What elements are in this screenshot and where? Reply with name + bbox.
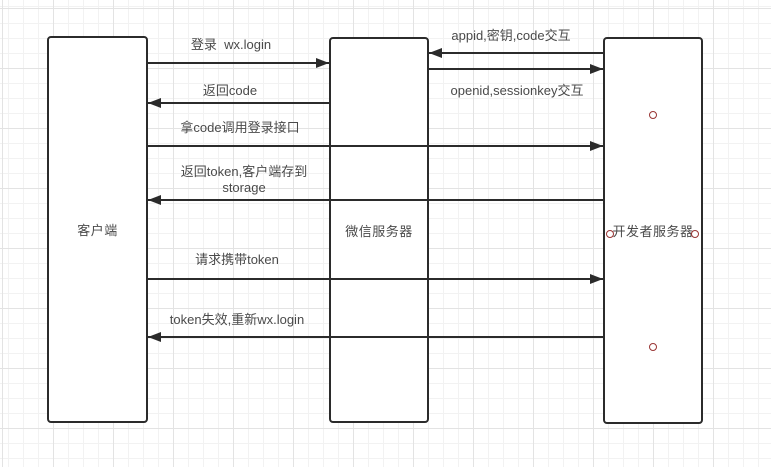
message-label-openid-exchange: openid,sessionkey交互 — [450, 83, 584, 98]
arrowhead-left-icon — [148, 332, 161, 342]
message-label-token-expired: token失效,重新wx.login — [169, 312, 305, 327]
arrowhead-right-icon — [590, 274, 603, 284]
connection-point-icon — [649, 111, 657, 119]
actor-label-wechat-server: 微信服务器 — [345, 223, 413, 239]
message-arrow-token-expired[interactable] — [148, 332, 603, 342]
message-arrow-return-token[interactable] — [148, 195, 603, 205]
actor-box-client[interactable]: 客户端 — [47, 36, 148, 423]
connection-point-icon — [691, 230, 699, 238]
message-arrow-call-login-api[interactable] — [148, 141, 603, 151]
actor-box-developer-server[interactable]: 开发者服务器 — [603, 37, 703, 424]
message-label-request-with-token: 请求携带token — [195, 252, 279, 267]
actor-box-wechat-server[interactable]: 微信服务器 — [329, 37, 429, 423]
message-label-return-token: 返回token,客户端存到storage — [180, 164, 308, 195]
arrowhead-left-icon — [148, 98, 161, 108]
message-label-login: 登录 wx.login — [190, 37, 272, 52]
message-arrow-return-code[interactable] — [148, 98, 329, 108]
arrowhead-right-icon — [316, 58, 329, 68]
arrowhead-left-icon — [429, 48, 442, 58]
arrowhead-left-icon — [148, 195, 161, 205]
message-label-return-code: 返回code — [202, 83, 258, 98]
connection-point-icon — [649, 343, 657, 351]
message-label-appid-exchange: appid,密钥,code交互 — [451, 28, 571, 43]
message-arrow-login[interactable] — [148, 58, 329, 68]
arrowhead-right-icon — [590, 141, 603, 151]
actor-label-client: 客户端 — [77, 223, 118, 238]
actor-label-developer-server: 开发者服务器 — [612, 224, 694, 239]
message-arrow-appid-exchange[interactable] — [429, 48, 603, 58]
message-arrow-request-with-token[interactable] — [148, 274, 603, 284]
message-label-call-login-api: 拿code调用登录接口 — [180, 120, 300, 135]
connection-point-icon — [606, 230, 614, 238]
message-arrow-openid-exchange[interactable] — [429, 64, 603, 74]
arrowhead-right-icon — [590, 64, 603, 74]
